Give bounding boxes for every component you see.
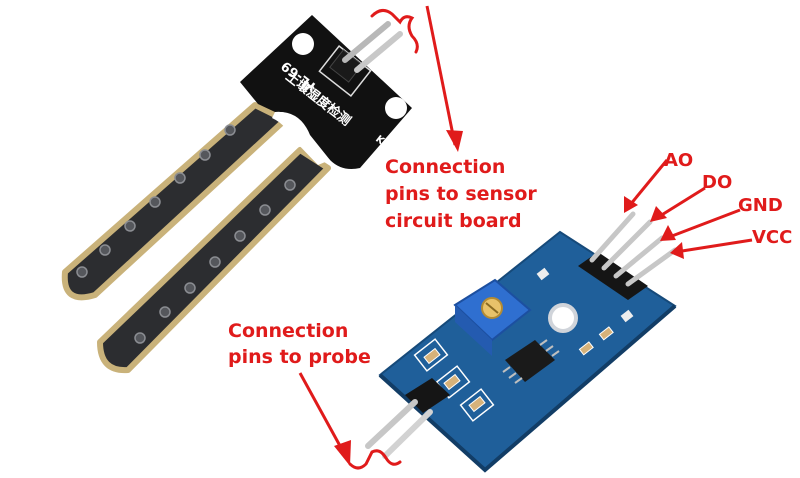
label-pin-gnd: GND bbox=[738, 195, 783, 216]
label-pin-vcc: VCC bbox=[752, 227, 792, 248]
label-probe-pins-line1: Connection bbox=[228, 320, 348, 342]
comparator-chip bbox=[502, 339, 560, 384]
label-sensor-pins-line2: pins to sensor bbox=[385, 183, 537, 205]
probe-prong-left bbox=[61, 102, 288, 301]
board-mount-hole bbox=[548, 303, 578, 333]
label-pin-do: DO bbox=[702, 172, 732, 193]
label-pin-ao: AO bbox=[664, 150, 693, 171]
bottom-brace bbox=[348, 449, 402, 470]
output-pin-header bbox=[578, 252, 648, 300]
label-probe-pins-line2: pins to probe bbox=[228, 346, 371, 368]
label-sensor-pins-line3: circuit board bbox=[385, 210, 522, 232]
label-sensor-pins-line1: Connection bbox=[385, 156, 505, 178]
potentiometer bbox=[453, 278, 532, 356]
top-brace bbox=[370, 9, 419, 54]
annotations bbox=[298, 5, 753, 470]
probe-head bbox=[240, 15, 412, 169]
sensor-board bbox=[365, 211, 678, 473]
soil-probe: YL-69 土壤湿度检测 K bbox=[61, 15, 412, 374]
